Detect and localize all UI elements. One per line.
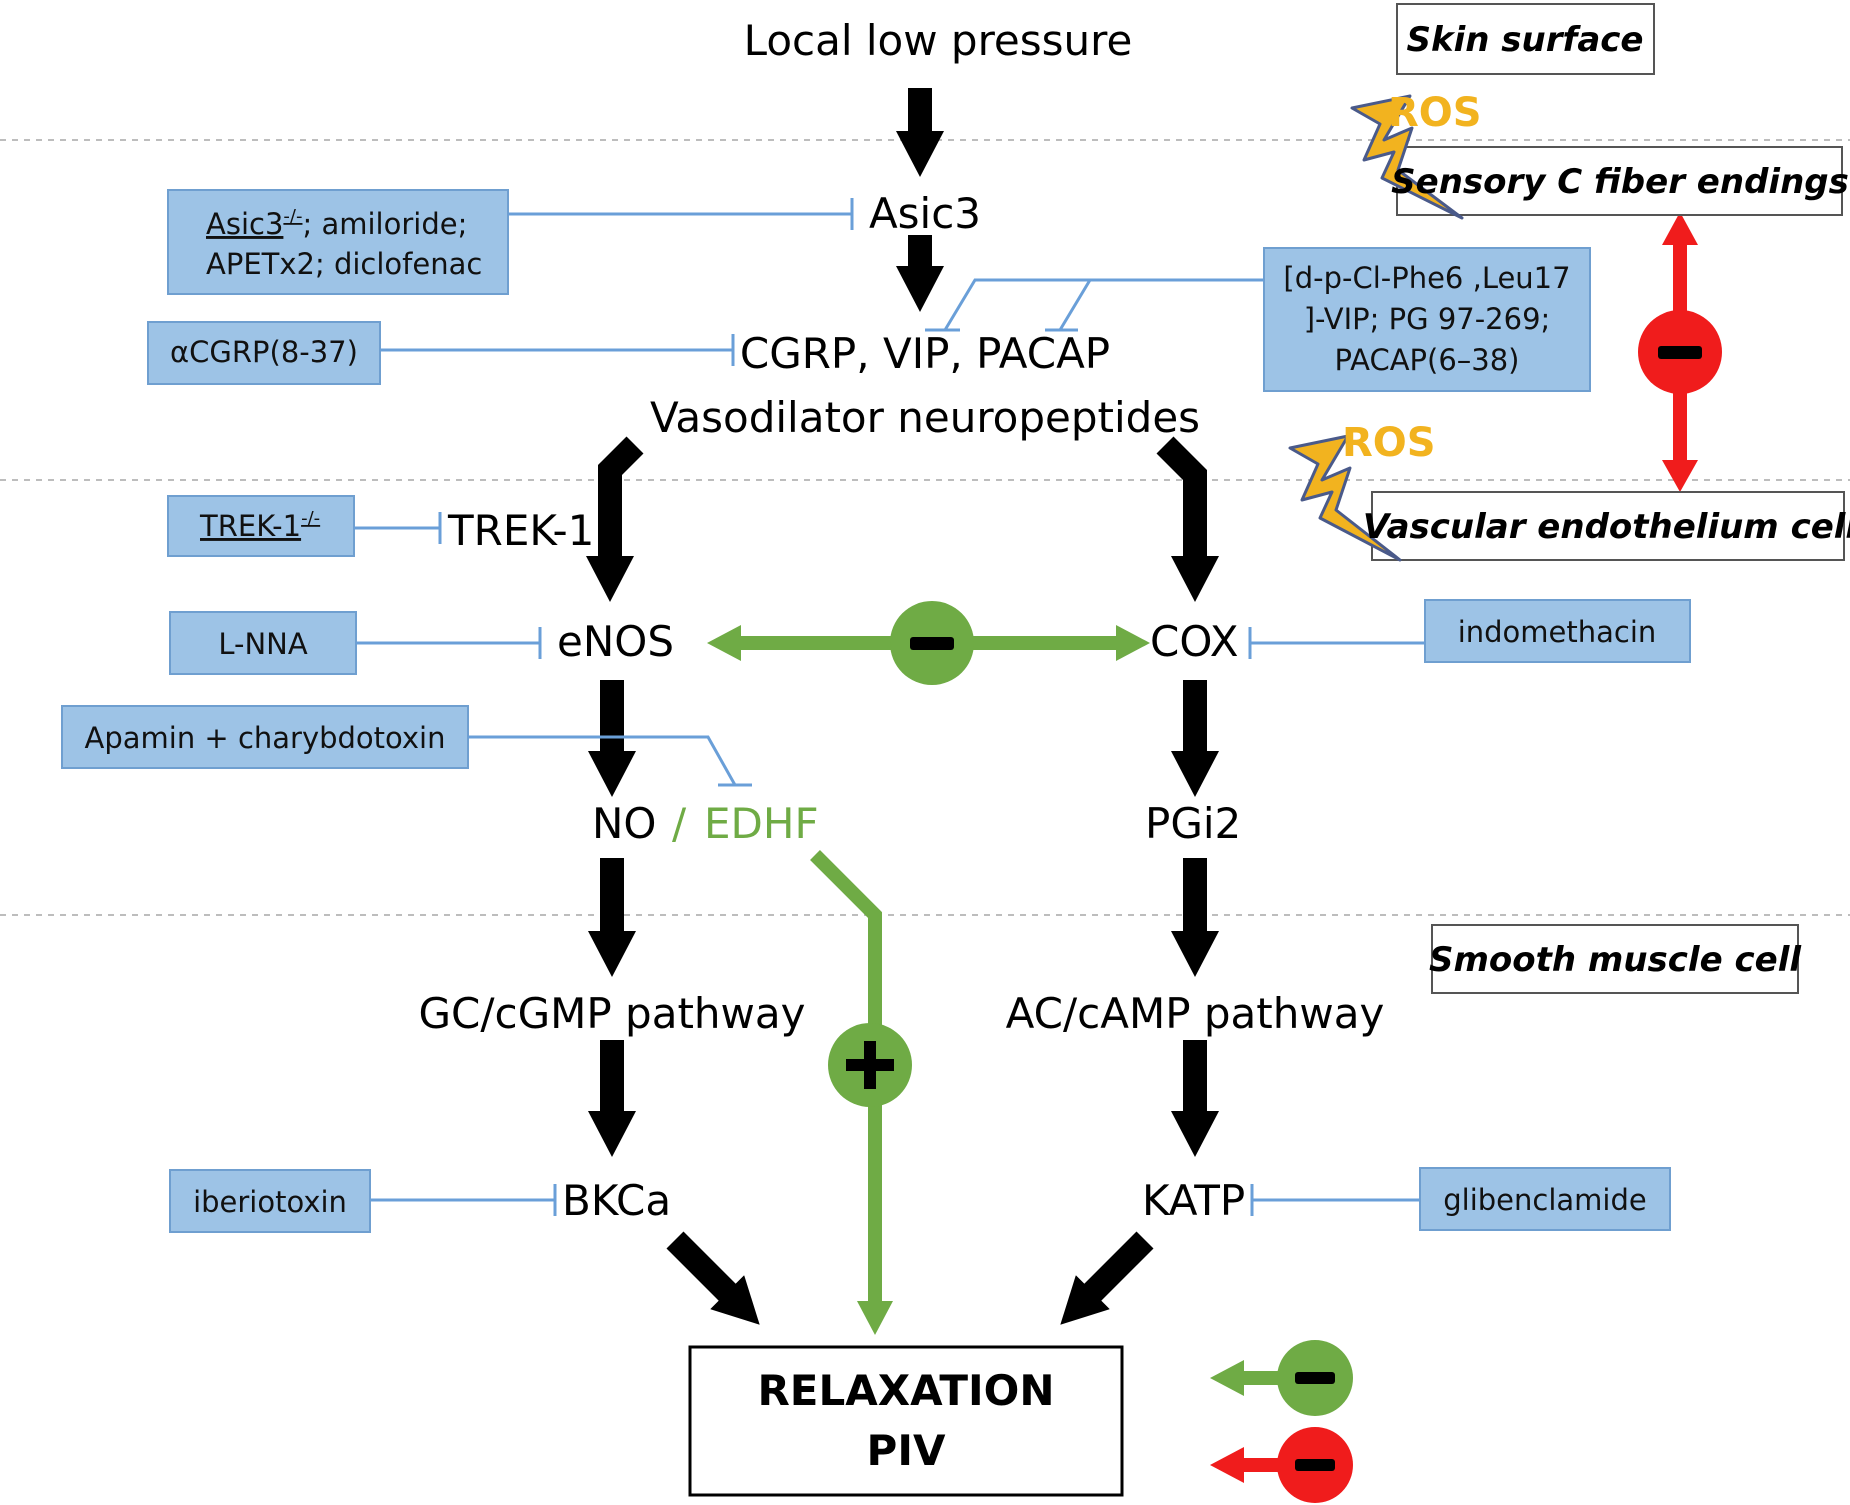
region-label-smooth: Smooth muscle cell xyxy=(1429,940,1802,980)
inhibitor-box-trek1 xyxy=(167,495,355,557)
node-neuropeptides: CGRP, VIP, PACAP xyxy=(740,329,1110,378)
relaxation-box xyxy=(688,1345,1124,1497)
inhibition-line-iberiotoxin xyxy=(370,1184,557,1216)
ros-label-endothelium: ROS xyxy=(1342,420,1436,466)
inhibition-line-vip xyxy=(925,278,1264,332)
node-ac-pathway: AC/cAMP pathway xyxy=(1006,989,1385,1038)
region-label-endothelium: Vascular endothelium cell xyxy=(1363,507,1850,547)
node-gc-pathway: GC/cGMP pathway xyxy=(418,989,805,1038)
node-bkca: BKCa xyxy=(562,1176,671,1225)
inhibitor-box-cgrp xyxy=(147,321,381,385)
inhibitor-lnna: L-NNA xyxy=(218,627,307,661)
minus-icon xyxy=(1658,346,1702,359)
arrow-katp-relaxation xyxy=(1060,1231,1154,1325)
inhibitor-trek1: TREK-1-/- xyxy=(199,508,320,543)
inhibitor-glibenclamide: glibenclamide xyxy=(1443,1183,1646,1217)
region-label-skin: Skin surface xyxy=(1407,20,1644,60)
inhibitor-box-asic3 xyxy=(167,189,509,295)
node-enos: eNOS xyxy=(557,617,674,666)
minus-icon xyxy=(1295,1459,1335,1471)
result-piv: PIV xyxy=(867,1426,946,1475)
inhibitor-box-apamin xyxy=(61,705,469,769)
region-label-sensory: Sensory C fiber endings xyxy=(1391,162,1849,202)
node-edhf: EDHF xyxy=(704,799,819,848)
result-relaxation: RELAXATION xyxy=(757,1366,1054,1415)
node-neuropeptides-caption: Vasodilator neuropeptides xyxy=(650,393,1200,442)
ros-label-sensory: ROS xyxy=(1388,90,1482,136)
plus-icon-v xyxy=(864,1041,876,1089)
inhibitor-box-indomethacin xyxy=(1424,599,1691,663)
inhibition-line-indomethacin xyxy=(1248,627,1425,659)
inhibitor-vip-line2: ]-VIP; PG 97-269; xyxy=(1304,302,1551,336)
lightning-bolt-icon xyxy=(1288,434,1402,562)
node-pgi2: PGi2 xyxy=(1145,799,1241,848)
node-asic3: Asic3 xyxy=(869,189,981,238)
node-slash: / xyxy=(672,799,687,848)
inhibitor-cgrp: αCGRP(8-37) xyxy=(170,335,358,369)
inhibitor-box-glibenclamide xyxy=(1419,1167,1671,1231)
inhibitor-box-vip xyxy=(1263,247,1591,392)
red-arrowhead-up xyxy=(1662,212,1698,245)
inhibitor-vip-line1: [d-p-Cl-Phe6 ,Leu17 xyxy=(1283,261,1570,295)
inhibition-line-asic3 xyxy=(508,198,854,230)
inhibitor-vip-line3: PACAP(6–38) xyxy=(1334,343,1519,377)
node-cox: COX xyxy=(1150,617,1238,666)
node-stimulus: Local low pressure xyxy=(744,16,1133,65)
inhibition-line-glibenclamide xyxy=(1250,1184,1420,1216)
region-box-skin xyxy=(1396,3,1655,75)
arrow-neuropeptides-enos xyxy=(586,436,644,602)
lightning-bolt-icon xyxy=(1350,94,1464,220)
red-arrowhead-down xyxy=(1662,460,1698,492)
inhibitor-asic3-line1: Asic3-/-; amiloride; xyxy=(206,206,467,241)
inhibitor-apamin: Apamin + charybdotoxin xyxy=(85,721,446,755)
node-trek1: TREK-1 xyxy=(447,506,594,555)
inhibition-line-lnna xyxy=(356,627,542,659)
node-no: NO xyxy=(592,799,656,848)
arrow-neuropeptides-cox xyxy=(1156,436,1219,602)
inhibition-line-trek1 xyxy=(354,512,442,544)
region-box-smooth xyxy=(1431,924,1799,994)
arrow-bkca-relaxation xyxy=(666,1231,760,1325)
node-katp: KATP xyxy=(1142,1176,1245,1225)
inhibitor-asic3-line2: APETx2; diclofenac xyxy=(206,247,482,281)
minus-icon xyxy=(1295,1372,1335,1384)
inhibition-line-apamin xyxy=(468,735,752,787)
arrow-edhf-relaxation xyxy=(810,850,893,1335)
inhibitor-box-iberiotoxin xyxy=(169,1169,371,1233)
inhibitor-indomethacin: indomethacin xyxy=(1458,615,1657,649)
inhibition-line-cgrp xyxy=(380,334,735,366)
inhibitor-iberiotoxin: iberiotoxin xyxy=(193,1185,347,1219)
minus-icon xyxy=(910,637,954,650)
region-box-endothelium xyxy=(1371,491,1845,561)
